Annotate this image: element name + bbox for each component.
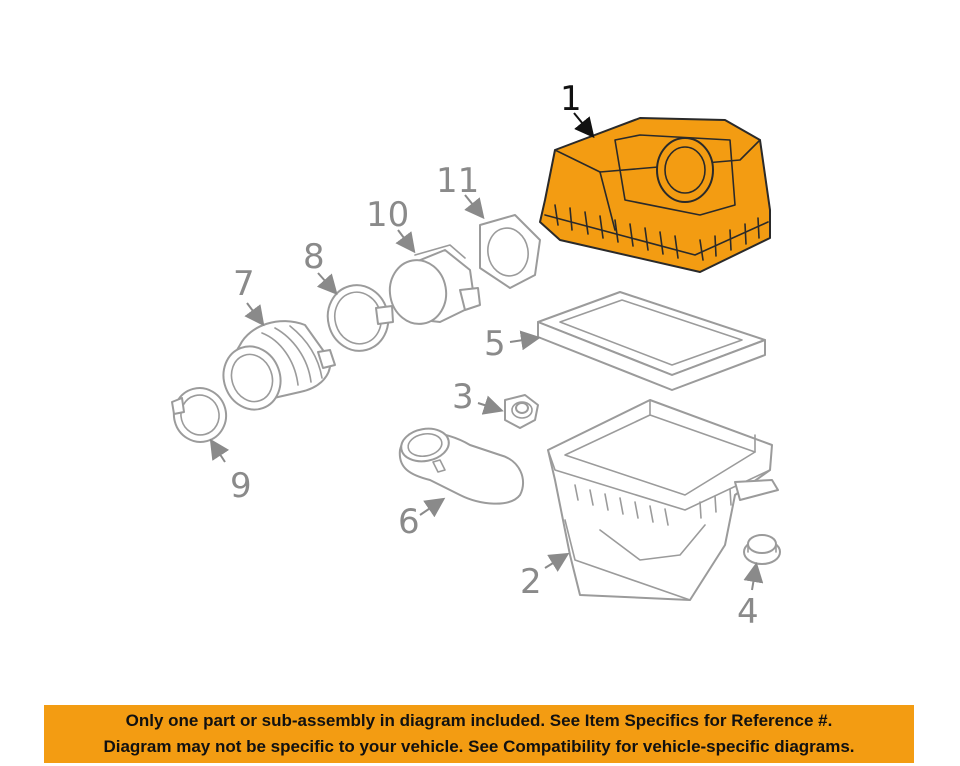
callout-8: 8 bbox=[303, 237, 325, 277]
leader-lines bbox=[209, 112, 764, 591]
callout-1: 1 bbox=[560, 79, 582, 119]
air-boot-part bbox=[222, 320, 336, 411]
callout-2: 2 bbox=[520, 562, 542, 602]
callout-6: 6 bbox=[398, 502, 420, 542]
inlet-duct-part bbox=[398, 427, 525, 505]
drain-cap-part bbox=[743, 534, 781, 565]
parts-diagram: 1 2 3 4 5 6 7 8 9 10 11 bbox=[171, 79, 781, 632]
mass-airflow-sensor-part bbox=[388, 244, 481, 325]
gasket-part bbox=[479, 214, 541, 289]
disclaimer-line-2: Diagram may not be specific to your vehi… bbox=[103, 737, 855, 756]
callout-9: 9 bbox=[230, 466, 252, 506]
callout-10: 10 bbox=[366, 195, 409, 235]
callout-4: 4 bbox=[737, 592, 759, 632]
grommet-part bbox=[504, 394, 539, 429]
clamp-part bbox=[171, 387, 228, 443]
callout-11: 11 bbox=[436, 161, 479, 201]
callout-3: 3 bbox=[452, 377, 474, 417]
callout-7: 7 bbox=[233, 264, 255, 304]
clamp-part bbox=[326, 284, 394, 352]
disclaimer-line-1: Only one part or sub-assembly in diagram… bbox=[125, 711, 833, 730]
callout-5: 5 bbox=[484, 324, 506, 364]
air-filter-part bbox=[537, 291, 766, 391]
air-cleaner-housing-part bbox=[547, 399, 779, 601]
air-cleaner-cover-part bbox=[539, 117, 771, 273]
disclaimer-banner: Only one part or sub-assembly in diagram… bbox=[44, 705, 914, 763]
